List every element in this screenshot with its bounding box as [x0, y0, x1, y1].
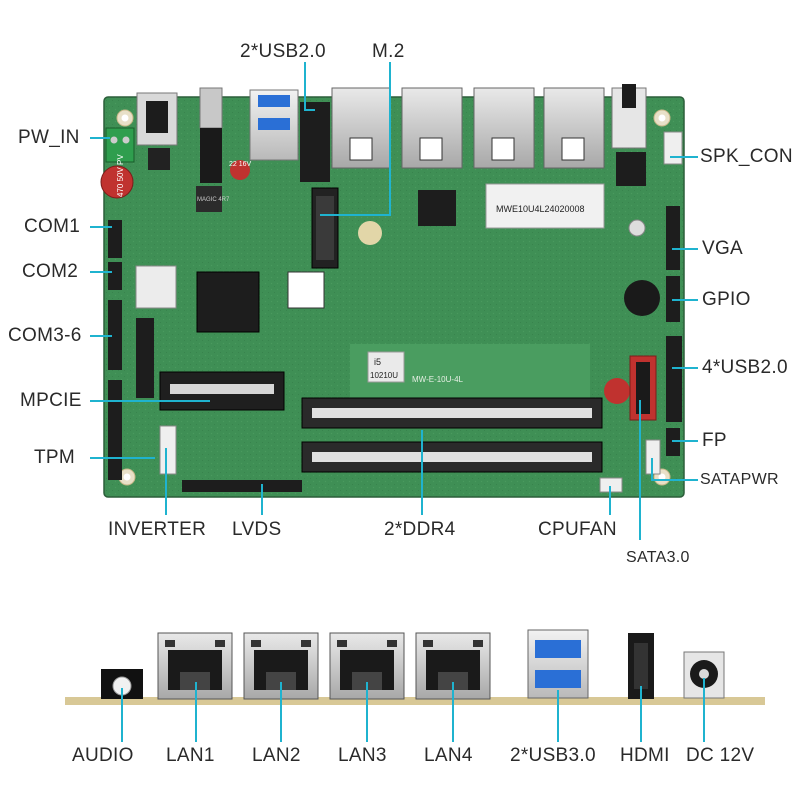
label-lan1: LAN1 [166, 745, 215, 766]
io-panel [65, 629, 765, 705]
label-sata30: SATA3.0 [626, 549, 690, 566]
label-cpufan: CPUFAN [538, 519, 617, 540]
label-audio: AUDIO [72, 745, 134, 766]
cpu-label-1: i5 [374, 357, 381, 367]
label-tpm: TPM [34, 447, 76, 468]
label-4usb20: 4*USB2.0 [702, 357, 788, 378]
cap-text-left: 470 50V PV [116, 154, 125, 197]
board-model-text: MW-E-10U-4L [412, 375, 464, 384]
label-dc12v: DC 12V [686, 745, 755, 766]
label-inverter: INVERTER [108, 519, 207, 540]
label-2ddr4: 2*DDR4 [384, 519, 456, 540]
label-2usb30: 2*USB3.0 [510, 745, 596, 766]
label-lvds: LVDS [232, 519, 282, 540]
label-lan4: LAN4 [424, 745, 473, 766]
label-com3-6: COM3-6 [8, 325, 82, 346]
label-hdmi: HDMI [620, 745, 670, 766]
label-m2: M.2 [372, 41, 405, 62]
callout-lines [90, 62, 698, 540]
label-2usb20-top: 2*USB2.0 [240, 41, 326, 62]
serial-text: MWE10U4L24020008 [496, 204, 585, 214]
label-satapwr: SATAPWR [700, 471, 779, 488]
inductor-text: MAGIC 4R7 [197, 197, 230, 203]
io-callout-lines [121, 678, 705, 742]
label-vga: VGA [702, 238, 744, 259]
label-spk-con: SPK_CON [700, 146, 793, 167]
cpu-label-2: 10210U [370, 371, 398, 380]
label-com2: COM2 [22, 261, 79, 282]
label-mpcie: MPCIE [20, 390, 82, 411]
label-pw-in: PW_IN [18, 127, 80, 148]
label-gpio: GPIO [702, 289, 751, 310]
label-lan3: LAN3 [338, 745, 387, 766]
label-com1: COM1 [24, 216, 81, 237]
pcb-board [100, 84, 685, 498]
cap-text-small: 22 16V [229, 161, 252, 168]
label-lan2: LAN2 [252, 745, 301, 766]
label-fp: FP [702, 430, 727, 451]
